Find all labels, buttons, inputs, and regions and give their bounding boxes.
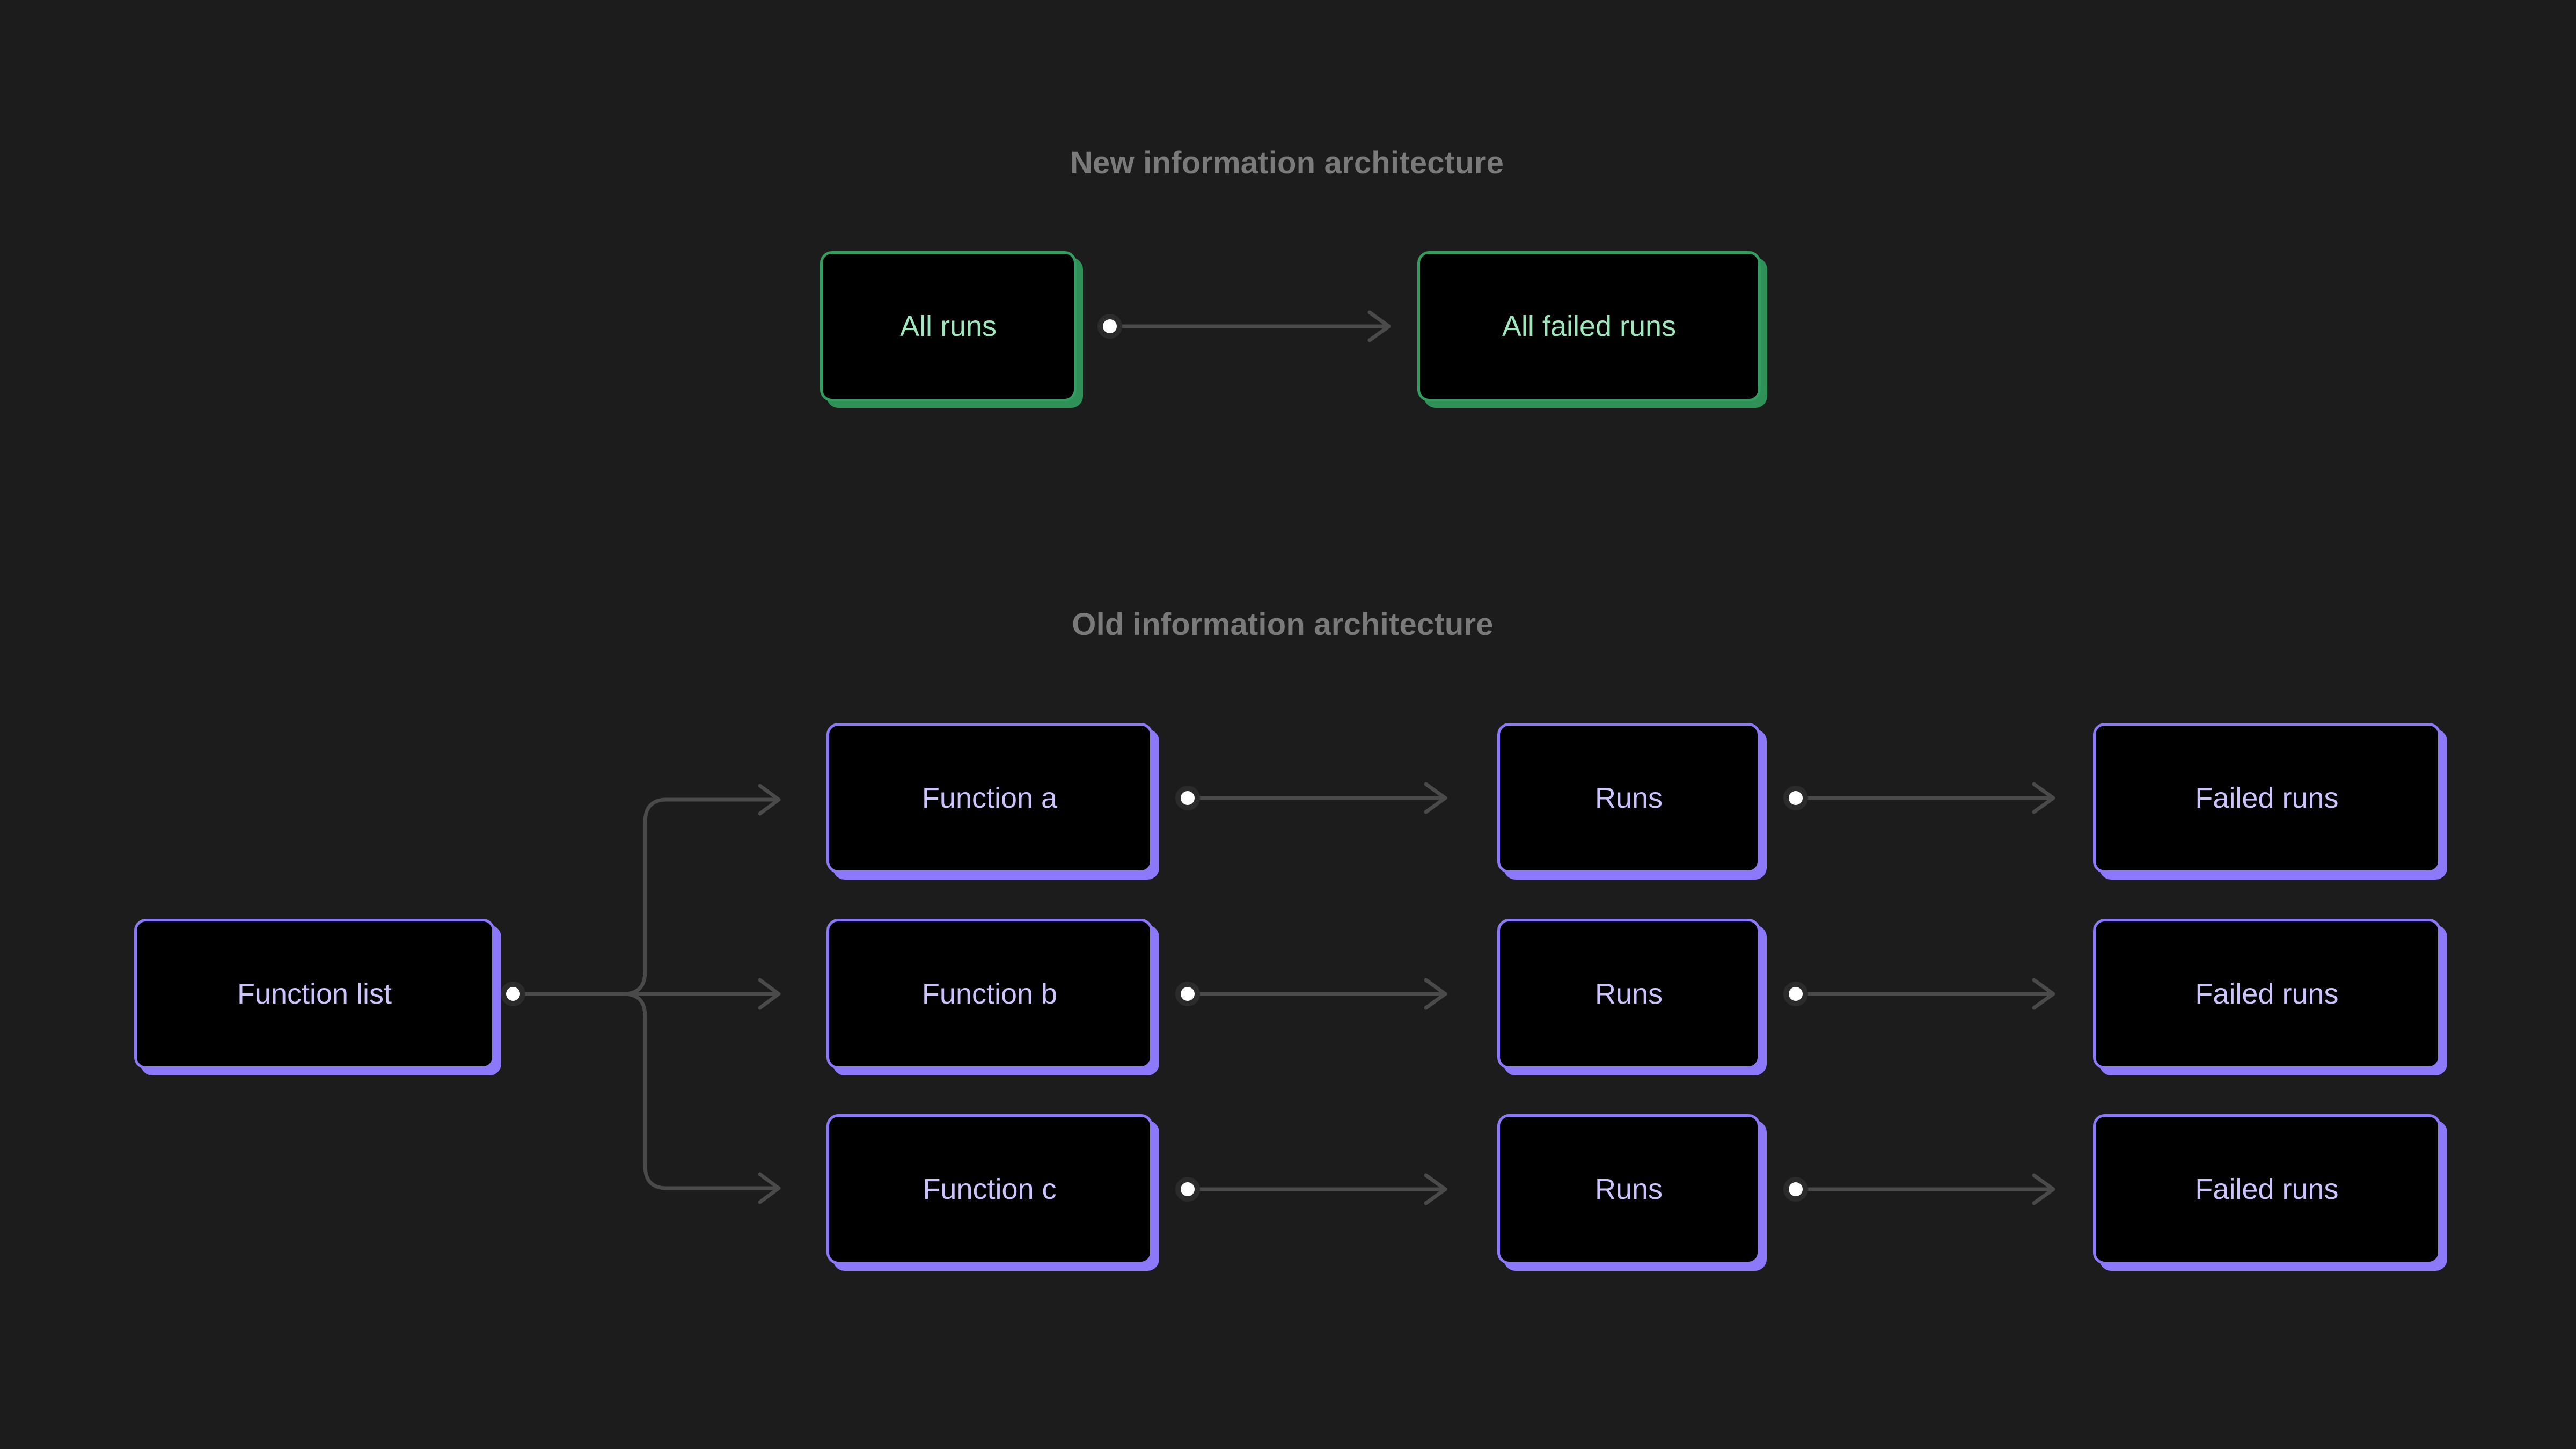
connector-function-a-to-runs-a	[1175, 782, 1447, 814]
connector-all-runs-to-all-failed-runs	[1097, 310, 1391, 342]
connector-function-list-branch	[501, 784, 781, 1204]
node-failed-runs-b[interactable]: Failed runs	[2093, 919, 2441, 1069]
connector-function-c-to-runs-c	[1175, 1173, 1447, 1205]
node-runs-a[interactable]: Runs	[1497, 723, 1760, 873]
node-failed-runs-c[interactable]: Failed runs	[2093, 1114, 2441, 1264]
node-runs-b[interactable]: Runs	[1497, 919, 1760, 1069]
connector-runs-c-to-failed-runs-c	[1783, 1173, 2055, 1205]
node-function-c[interactable]: Function c	[826, 1114, 1153, 1264]
node-function-b[interactable]: Function b	[826, 919, 1153, 1069]
section-title-new: New information architecture	[1070, 145, 1504, 180]
node-runs-c[interactable]: Runs	[1497, 1114, 1760, 1264]
node-function-a[interactable]: Function a	[826, 723, 1153, 873]
node-all-failed-runs[interactable]: All failed runs	[1417, 251, 1761, 401]
node-failed-runs-a[interactable]: Failed runs	[2093, 723, 2441, 873]
connector-function-b-to-runs-b	[1175, 978, 1447, 1010]
node-function-list[interactable]: Function list	[134, 919, 495, 1069]
section-title-old: Old information architecture	[1072, 607, 1494, 642]
node-all-runs[interactable]: All runs	[820, 251, 1077, 401]
connector-runs-b-to-failed-runs-b	[1783, 978, 2055, 1010]
connector-runs-a-to-failed-runs-a	[1783, 782, 2055, 814]
